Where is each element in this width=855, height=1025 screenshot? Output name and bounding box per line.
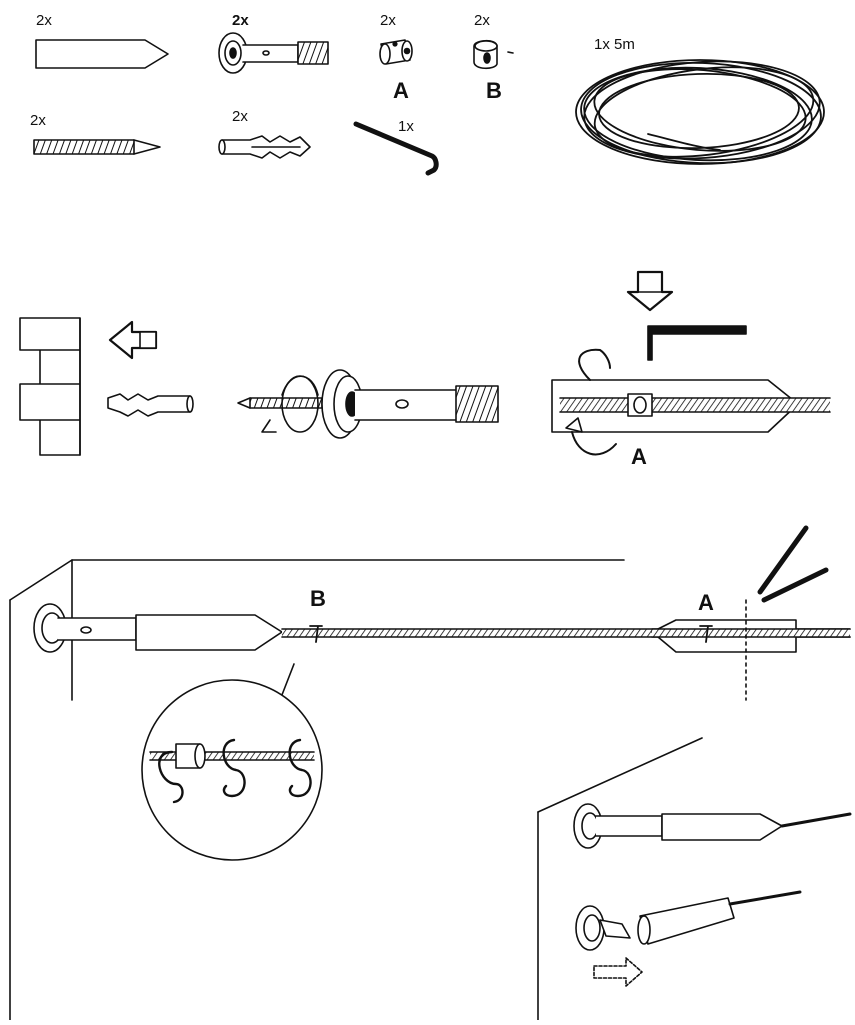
clamp-a-position-label: A	[698, 590, 714, 615]
allen-key-quantity: 1x	[398, 118, 414, 135]
zoom-detail	[141, 679, 323, 861]
clamp-b-letter: B	[486, 78, 502, 103]
down-arrow-icon	[626, 270, 674, 312]
left-end-cap	[135, 614, 283, 651]
clamp-a-part	[379, 39, 413, 65]
rotate-icon	[565, 348, 617, 456]
detail-bracket-closed	[573, 803, 852, 849]
zoom-pointer	[279, 663, 295, 701]
clamp-a-quantity: 2x	[380, 12, 396, 29]
screw-quantity: 2x	[30, 112, 46, 129]
detail-room-corner	[537, 737, 703, 1021]
wall-plug-step	[107, 393, 194, 417]
brick-wall	[19, 317, 81, 456]
tension-step-label: A	[631, 444, 647, 469]
bracket-screw-step	[237, 369, 499, 439]
wire-quantity: 1x 5m	[594, 36, 635, 53]
push-arrow-icon	[108, 320, 158, 360]
wall-plug-quantity: 2x	[232, 108, 248, 125]
left-bracket	[33, 603, 137, 653]
screw-part	[33, 139, 161, 155]
right-end-cap	[651, 619, 851, 653]
clamp-a-letter: A	[393, 78, 409, 103]
wall-plug-part	[218, 135, 311, 159]
allen-key-part	[353, 121, 439, 176]
turn-arrow-icon	[593, 957, 643, 987]
wire-coil-part	[575, 59, 825, 165]
clamp-b-quantity: 2x	[474, 12, 490, 29]
wall-bracket-quantity: 2x	[232, 12, 249, 29]
detail-bracket-open	[575, 890, 802, 951]
clamp-b-part	[473, 39, 514, 70]
wall-bracket-part	[218, 32, 329, 74]
allen-key-tool	[647, 325, 747, 361]
end-cap-part	[35, 39, 169, 69]
clamp-b-position-label: B	[310, 586, 326, 611]
end-cap-clamp-step	[551, 325, 831, 433]
scissors-icon	[757, 525, 829, 603]
clamp-b-marker	[309, 625, 323, 643]
end-cap-quantity: 2x	[36, 12, 52, 29]
